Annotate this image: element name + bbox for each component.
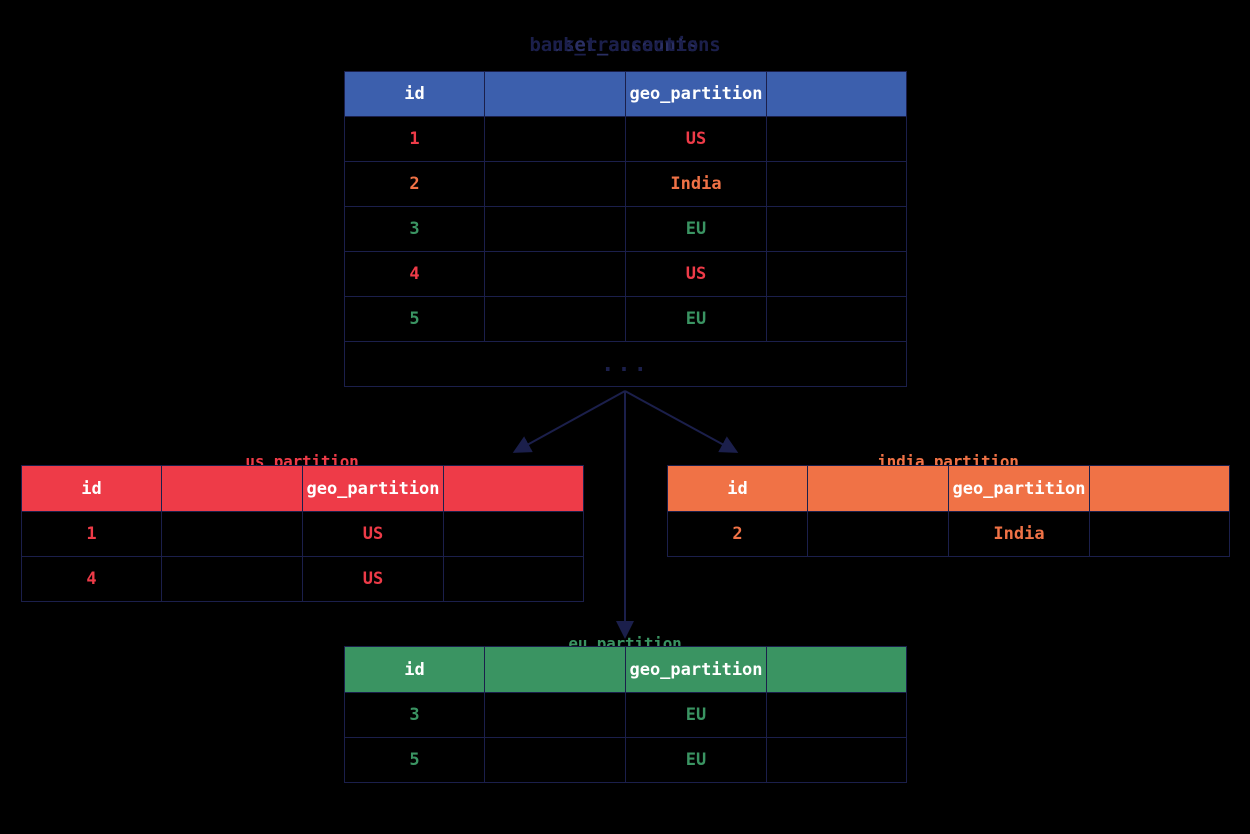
cell-blank-1 [484,116,626,162]
cell-blank-2 [443,511,584,557]
cell-blank-2 [766,737,907,783]
column-header-blank-1 [161,465,303,512]
table-header-row: id geo_partition [21,465,584,512]
cell-geo-partition: EU [625,692,767,738]
table-row: 1 US [21,511,584,557]
cell-id: 4 [21,556,162,602]
main-table-title-overlay: user_accounts [551,34,699,56]
cell-geo-partition: India [948,511,1090,557]
table-overflow-row: ... [344,341,907,387]
cell-id: 5 [344,296,485,342]
cell-blank-2 [766,161,907,207]
table-row: 3 EU [344,206,907,252]
overflow-indicator: ... [344,341,907,387]
eu-partition-table: id geo_partition 3 EU 5 EU [344,646,907,783]
india-partition-table: id geo_partition 2 India [667,465,1230,557]
column-header-id: id [667,465,808,512]
cell-id: 2 [667,511,808,557]
cell-geo-partition: India [625,161,767,207]
column-header-id: id [344,71,485,117]
column-header-geo-partition: geo_partition [625,71,767,117]
cell-id: 4 [344,251,485,297]
cell-id: 2 [344,161,485,207]
table-row: 5 EU [344,296,907,342]
cell-blank-1 [484,206,626,252]
table-header-row: id geo_partition [344,71,907,117]
column-header-id: id [344,646,485,693]
cell-blank-2 [766,116,907,162]
column-header-blank-1 [484,646,626,693]
cell-blank-2 [443,556,584,602]
cell-blank-1 [484,251,626,297]
cell-blank-1 [807,511,949,557]
column-header-blank-2 [766,71,907,117]
cell-geo-partition: EU [625,206,767,252]
column-header-id: id [21,465,162,512]
arrow-to-us-partition [512,390,626,453]
table-row: 3 EU [344,692,907,738]
column-header-blank-2 [1089,465,1230,512]
cell-blank-2 [766,692,907,738]
cell-blank-2 [766,206,907,252]
cell-geo-partition: EU [625,296,767,342]
column-header-blank-2 [443,465,584,512]
table-row: 5 EU [344,737,907,783]
cell-blank-1 [161,511,303,557]
column-header-geo-partition: geo_partition [948,465,1090,512]
us-partition-table: id geo_partition 1 US 4 US [21,465,584,602]
cell-blank-2 [1089,511,1230,557]
cell-blank-2 [766,296,907,342]
cell-geo-partition: EU [625,737,767,783]
main-table: id geo_partition 1 US 2 India 3 [344,71,907,387]
table-header-row: id geo_partition [667,465,1230,512]
column-header-geo-partition: geo_partition [625,646,767,693]
table-row: 2 India [344,161,907,207]
cell-geo-partition: US [625,251,767,297]
cell-blank-2 [766,251,907,297]
cell-blank-1 [484,692,626,738]
table-header-row: id geo_partition [344,646,907,693]
table-row: 1 US [344,116,907,162]
column-header-blank-2 [766,646,907,693]
column-header-geo-partition: geo_partition [302,465,444,512]
cell-blank-1 [484,296,626,342]
cell-blank-1 [161,556,303,602]
cell-id: 3 [344,692,485,738]
arrow-to-india-partition [624,390,739,453]
cell-blank-1 [484,161,626,207]
table-row: 4 US [21,556,584,602]
cell-id: 1 [21,511,162,557]
column-header-blank-1 [484,71,626,117]
table-row: 4 US [344,251,907,297]
cell-id: 5 [344,737,485,783]
cell-id: 1 [344,116,485,162]
cell-blank-1 [484,737,626,783]
cell-geo-partition: US [625,116,767,162]
column-header-blank-1 [807,465,949,512]
cell-geo-partition: US [302,556,444,602]
main-table-title: bank_transactions [529,34,721,56]
cell-geo-partition: US [302,511,444,557]
cell-id: 3 [344,206,485,252]
table-row: 2 India [667,511,1230,557]
